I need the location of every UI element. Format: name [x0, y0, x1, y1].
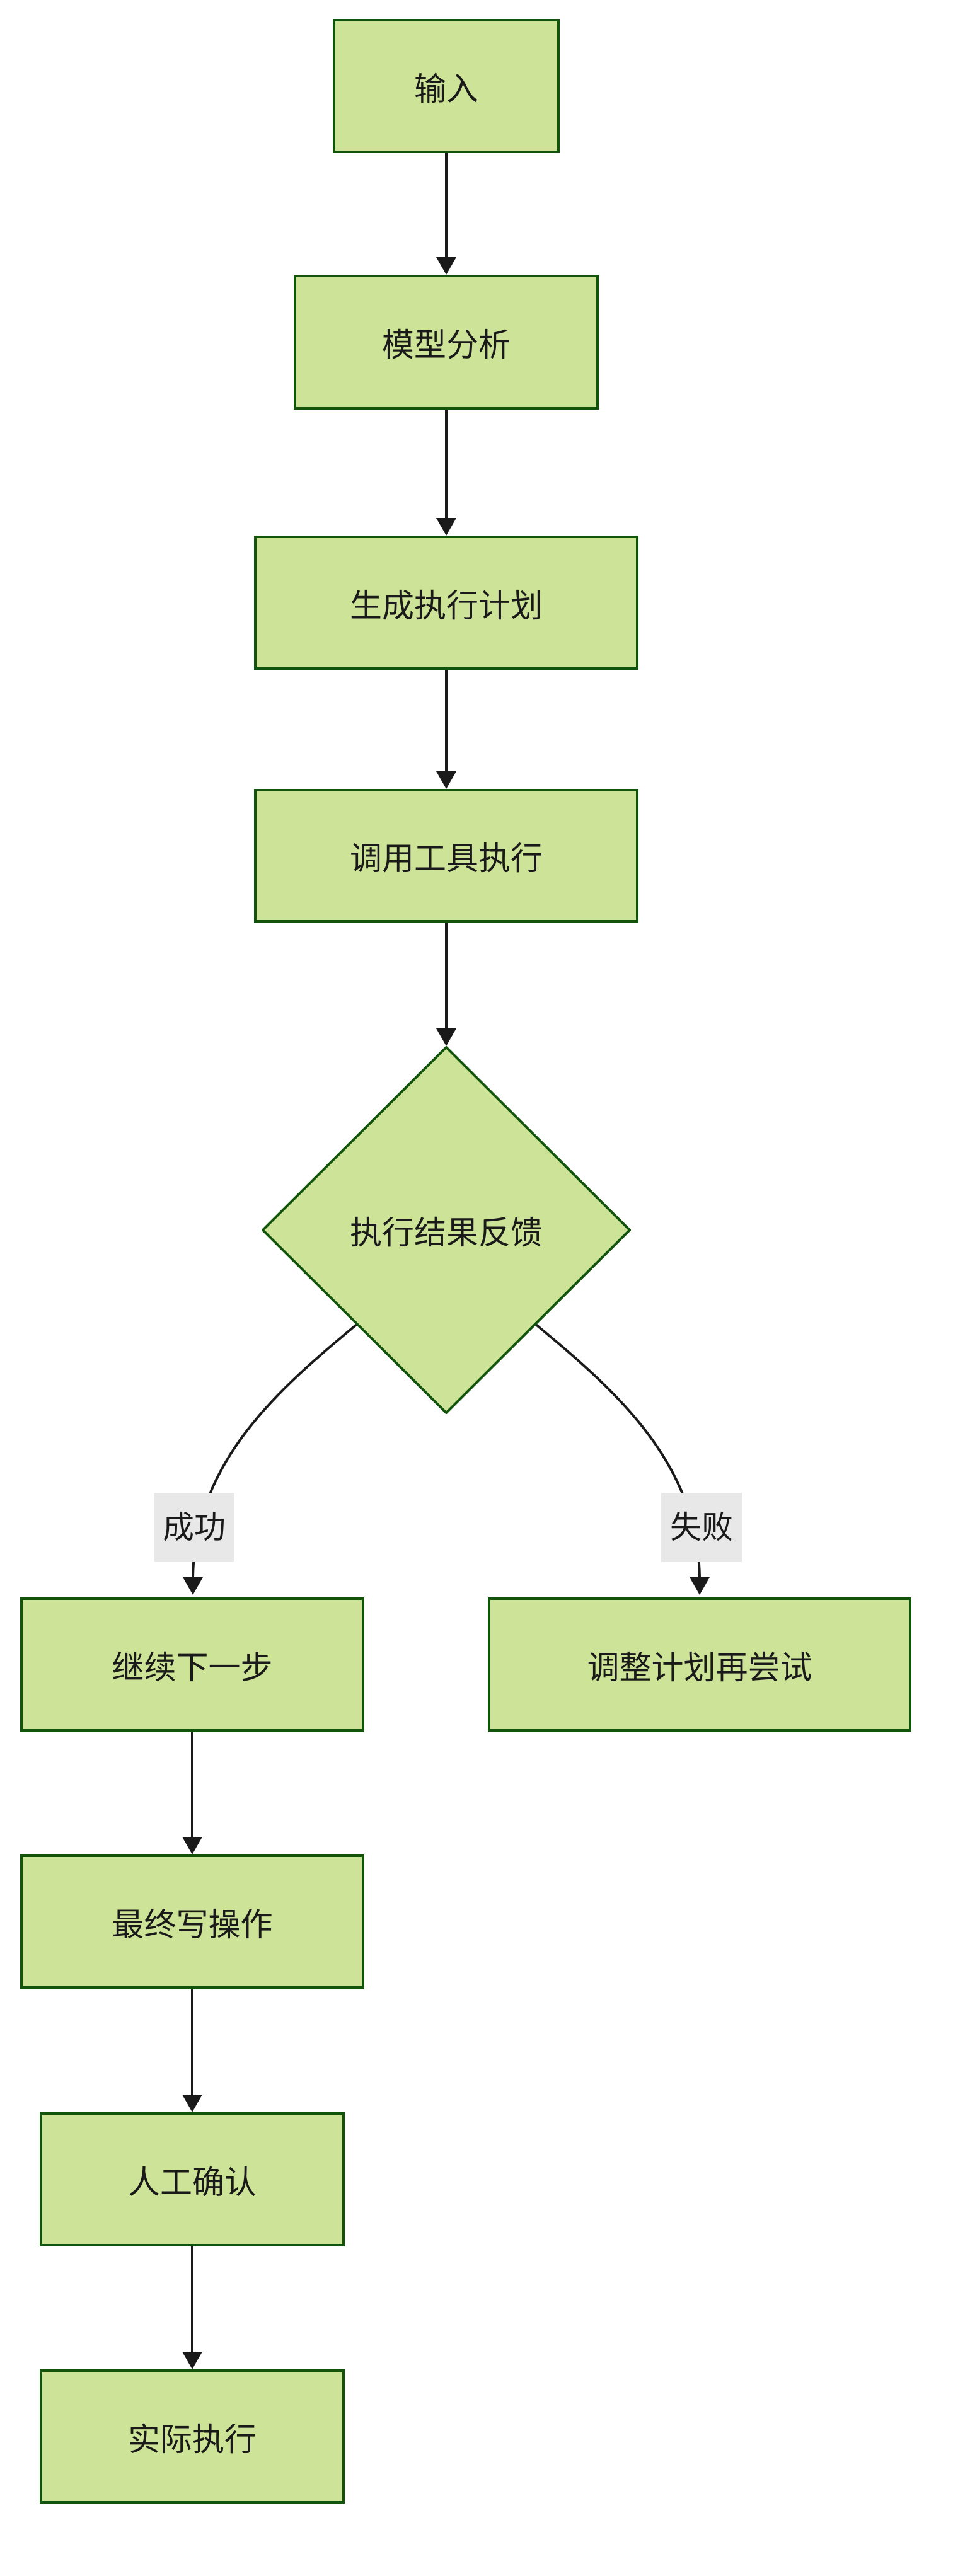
arrowhead-icon	[183, 1577, 203, 1595]
diamond-icon	[262, 1046, 631, 1414]
node-final-write: 最终写操作	[20, 1854, 364, 1989]
node-input: 输入	[333, 19, 560, 153]
node-feedback-decision: 执行结果反馈	[349, 1215, 543, 1252]
node-continue-next: 继续下一步	[20, 1597, 364, 1732]
arrowhead-icon	[436, 1028, 456, 1046]
node-generate-plan: 生成执行计划	[254, 536, 638, 670]
node-call-tools: 调用工具执行	[254, 789, 638, 923]
arrowhead-icon	[182, 2352, 202, 2369]
node-adjust-retry: 调整计划再尝试	[488, 1597, 911, 1732]
edge-label-failure: 失败	[661, 1493, 742, 1562]
node-actual-execute: 实际执行	[40, 2369, 345, 2504]
arrowhead-icon	[436, 257, 456, 275]
arrowhead-icon	[690, 1577, 710, 1595]
arrowhead-icon	[436, 771, 456, 789]
node-manual-confirm: 人工确认	[40, 2112, 345, 2246]
arrowhead-icon	[182, 2095, 202, 2112]
arrowhead-icon	[436, 518, 456, 536]
node-model-analysis: 模型分析	[294, 275, 599, 410]
arrowhead-icon	[182, 1837, 202, 1854]
decision-diamond-shape	[262, 1046, 631, 1414]
edge-label-success: 成功	[154, 1493, 234, 1562]
